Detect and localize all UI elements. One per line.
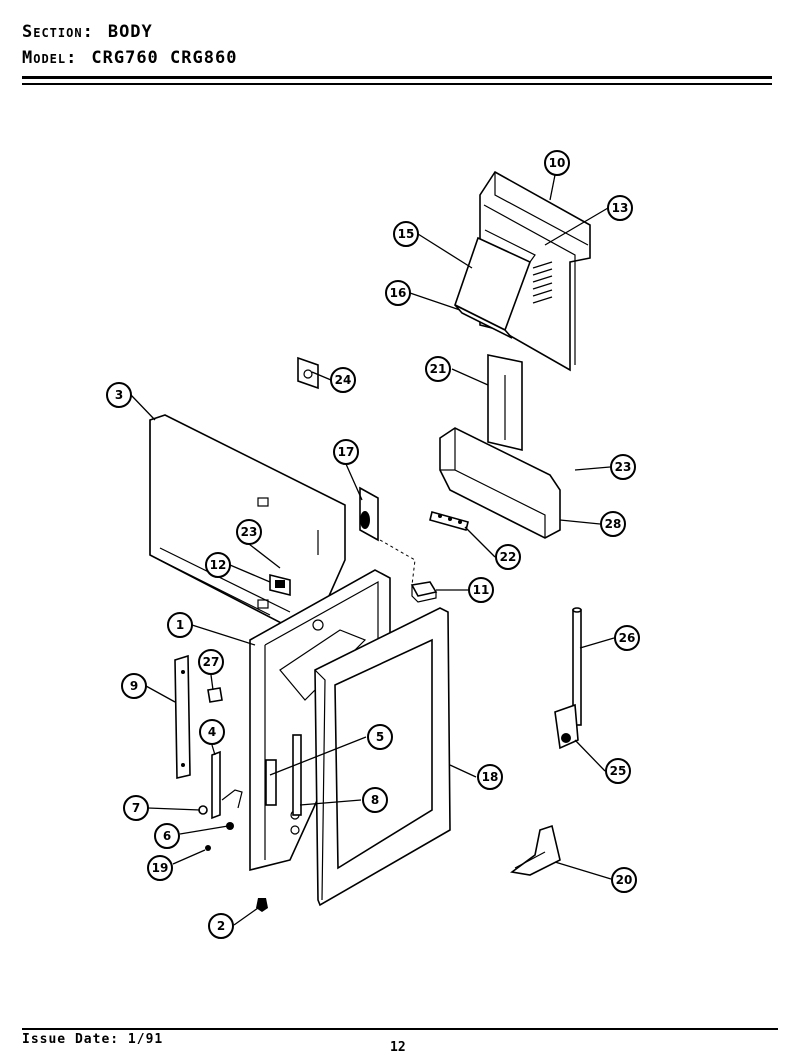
svg-text:12: 12	[210, 558, 227, 572]
callout-3: 3	[106, 382, 132, 408]
callout-13: 13	[607, 195, 633, 221]
callout-15: 15	[393, 221, 419, 247]
svg-text:7: 7	[132, 801, 140, 815]
svg-text:11: 11	[473, 583, 490, 597]
svg-text:4: 4	[208, 725, 216, 739]
svg-text:26: 26	[619, 631, 636, 645]
callout-8: 8	[362, 787, 388, 813]
svg-text:15: 15	[398, 227, 415, 241]
callout-10: 10	[544, 150, 570, 176]
page-number: 12	[390, 1040, 406, 1055]
svg-text:2: 2	[217, 919, 225, 933]
door-frame-part-18	[314, 607, 451, 907]
svg-text:10: 10	[549, 156, 566, 170]
svg-text:19: 19	[152, 861, 169, 875]
bracket-part-24	[297, 356, 319, 390]
callout-9: 9	[121, 673, 147, 699]
hinge-receiver-part-12	[269, 573, 291, 597]
header-rule-thin	[22, 83, 772, 85]
switch-part-17	[359, 486, 379, 542]
svg-text:18: 18	[482, 770, 499, 784]
svg-text:22: 22	[500, 550, 517, 564]
issue-date: Issue Date: 1/91	[22, 1032, 164, 1047]
bracket-part-20	[510, 824, 561, 876]
vent-slots	[532, 261, 553, 304]
bracket-part-25	[554, 703, 579, 750]
svg-text:24: 24	[335, 373, 352, 387]
header-rule-thick	[22, 76, 772, 79]
strip-part-9	[174, 654, 191, 780]
svg-text:20: 20	[616, 873, 633, 887]
callout-25: 25	[605, 758, 631, 784]
callout-12: 12	[205, 552, 231, 578]
callout-4: 4	[199, 719, 225, 745]
terminal-strip-part-22	[429, 511, 469, 531]
callout-19: 19	[147, 855, 173, 881]
callout-16: 16	[385, 280, 411, 306]
callout-1: 1	[167, 612, 193, 638]
svg-text:27: 27	[203, 655, 220, 669]
model-value: CRG760 CRG860	[91, 48, 238, 68]
latch-parts	[265, 734, 302, 816]
svg-text:9: 9	[130, 679, 138, 693]
callout-21: 21	[425, 356, 451, 382]
callout-7: 7	[123, 795, 149, 821]
svg-text:8: 8	[371, 793, 379, 807]
svg-text:5: 5	[376, 730, 384, 744]
callout-6: 6	[154, 823, 180, 849]
callout-23-right: 23	[610, 454, 636, 480]
callout-27: 27	[198, 649, 224, 675]
svg-text:25: 25	[610, 764, 627, 778]
svg-text:13: 13	[612, 201, 629, 215]
svg-text:28: 28	[605, 517, 622, 531]
callout-5: 5	[367, 724, 393, 750]
svg-text:23: 23	[615, 460, 632, 474]
svg-text:21: 21	[430, 362, 447, 376]
callout-2: 2	[208, 913, 234, 939]
small-parts	[198, 687, 268, 912]
callout-28: 28	[600, 511, 626, 537]
footer-rule	[22, 1028, 778, 1030]
callout-26: 26	[614, 625, 640, 651]
block-part-11	[410, 581, 438, 603]
svg-text:23: 23	[241, 525, 258, 539]
svg-text:1: 1	[176, 618, 184, 632]
section-heading: Section: BODY	[22, 22, 153, 42]
callout-17: 17	[333, 439, 359, 465]
model-heading: Model: CRG760 CRG860	[22, 48, 237, 68]
callout-23-left: 23	[236, 519, 262, 545]
callout-11: 11	[468, 577, 494, 603]
svg-text:3: 3	[115, 388, 123, 402]
model-label: Model:	[22, 48, 78, 68]
callout-18: 18	[477, 764, 503, 790]
back-panel-assembly	[454, 170, 591, 372]
section-label: Section:	[22, 22, 94, 42]
leader-lines	[130, 174, 615, 926]
callout-22: 22	[495, 544, 521, 570]
duct-assembly	[439, 354, 561, 539]
section-value: BODY	[107, 22, 153, 42]
svg-text:16: 16	[390, 286, 407, 300]
svg-text:6: 6	[163, 829, 171, 843]
callout-20: 20	[611, 867, 637, 893]
callout-24: 24	[330, 367, 356, 393]
svg-text:17: 17	[338, 445, 355, 459]
